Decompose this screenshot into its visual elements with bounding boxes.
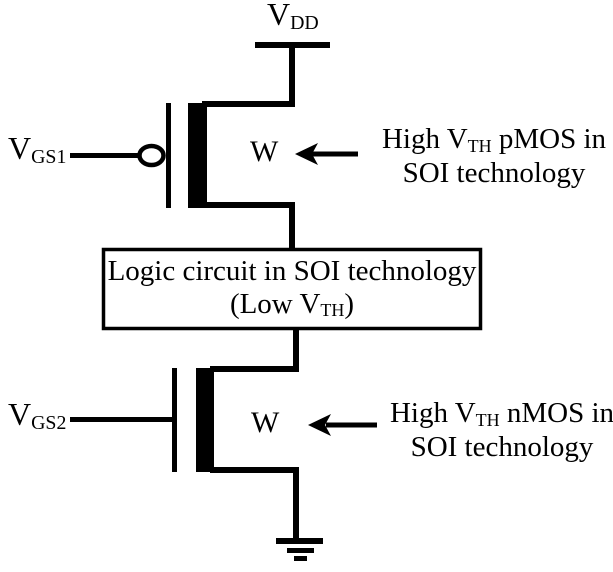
nmos-to-ground-wire xyxy=(293,467,299,541)
vgs1-label-sub: GS1 xyxy=(31,146,67,169)
nmos-source-lead xyxy=(210,467,299,473)
pmos-gate-wire xyxy=(70,153,138,158)
logic-box-line2-sub: TH xyxy=(320,300,345,321)
vdd-rail xyxy=(255,42,330,48)
logic-box-label: Logic circuit in SOI technology (Low VTH… xyxy=(102,248,482,330)
pmos-annotation: High VTH pMOS in SOI technology xyxy=(378,124,610,189)
pmos-to-logic-wire xyxy=(289,202,295,252)
vgs2-label: VGS2 xyxy=(8,396,66,433)
pmos-source-lead xyxy=(202,101,295,107)
ground-bar-3 xyxy=(294,556,307,561)
ground-bar-1 xyxy=(276,538,323,544)
vdd-to-pmos-wire xyxy=(289,46,295,107)
pmos-width-label: W xyxy=(250,135,279,168)
nmos-annotation-line1-sub: TH xyxy=(475,409,500,430)
pmos-drain-lead xyxy=(202,202,295,208)
nmos-gate-plate xyxy=(172,368,177,472)
nmos-channel-bar xyxy=(196,368,214,472)
nmos-annotation-line2: SOI technology xyxy=(410,431,594,463)
logic-box xyxy=(101,247,483,331)
logic-to-nmos-wire xyxy=(293,330,299,372)
pmos-bubble-icon xyxy=(137,143,166,168)
nmos-gate-wire xyxy=(70,417,172,422)
pmos-annotation-line1: High VTH pMOS in xyxy=(378,124,610,158)
nmos-annotation: High VTH nMOS in SOI technology xyxy=(386,398,613,463)
pmos-arrow-icon xyxy=(295,143,318,165)
nmos-width-label: W xyxy=(251,406,280,439)
nmos-annotation-line1-post: nMOS in xyxy=(499,397,613,429)
pmos-annotation-line1-pre: High V xyxy=(381,123,468,155)
nmos-annotation-line1: High VTH nMOS in xyxy=(386,398,613,432)
vgs2-label-sub: GS2 xyxy=(31,412,67,435)
logic-box-line2-post: ) xyxy=(344,287,355,320)
vdd-label-sub: DD xyxy=(290,12,319,35)
nmos-arrow-icon xyxy=(308,414,331,436)
logic-box-line2: (Low VTH) xyxy=(230,288,354,324)
pmos-channel-bar xyxy=(188,103,207,208)
vdd-label-main: V xyxy=(267,0,291,32)
logic-box-line2-pre: (Low V xyxy=(229,287,321,320)
pmos-annotation-line1-sub: TH xyxy=(467,135,492,156)
ground-bar-2 xyxy=(287,548,314,553)
vgs2-label-main: V xyxy=(8,396,32,432)
vgs1-label: VGS1 xyxy=(8,130,66,167)
pmos-gate-plate xyxy=(166,103,171,208)
vgs1-label-main: V xyxy=(8,130,32,166)
nmos-annotation-line1-pre: High V xyxy=(389,397,476,429)
logic-box-line1: Logic circuit in SOI technology xyxy=(107,254,477,287)
pmos-annotation-line2: SOI technology xyxy=(402,157,586,189)
nmos-drain-lead xyxy=(210,366,299,372)
vdd-label: VDD xyxy=(267,0,319,33)
pmos-annotation-line1-post: pMOS in xyxy=(491,123,607,155)
